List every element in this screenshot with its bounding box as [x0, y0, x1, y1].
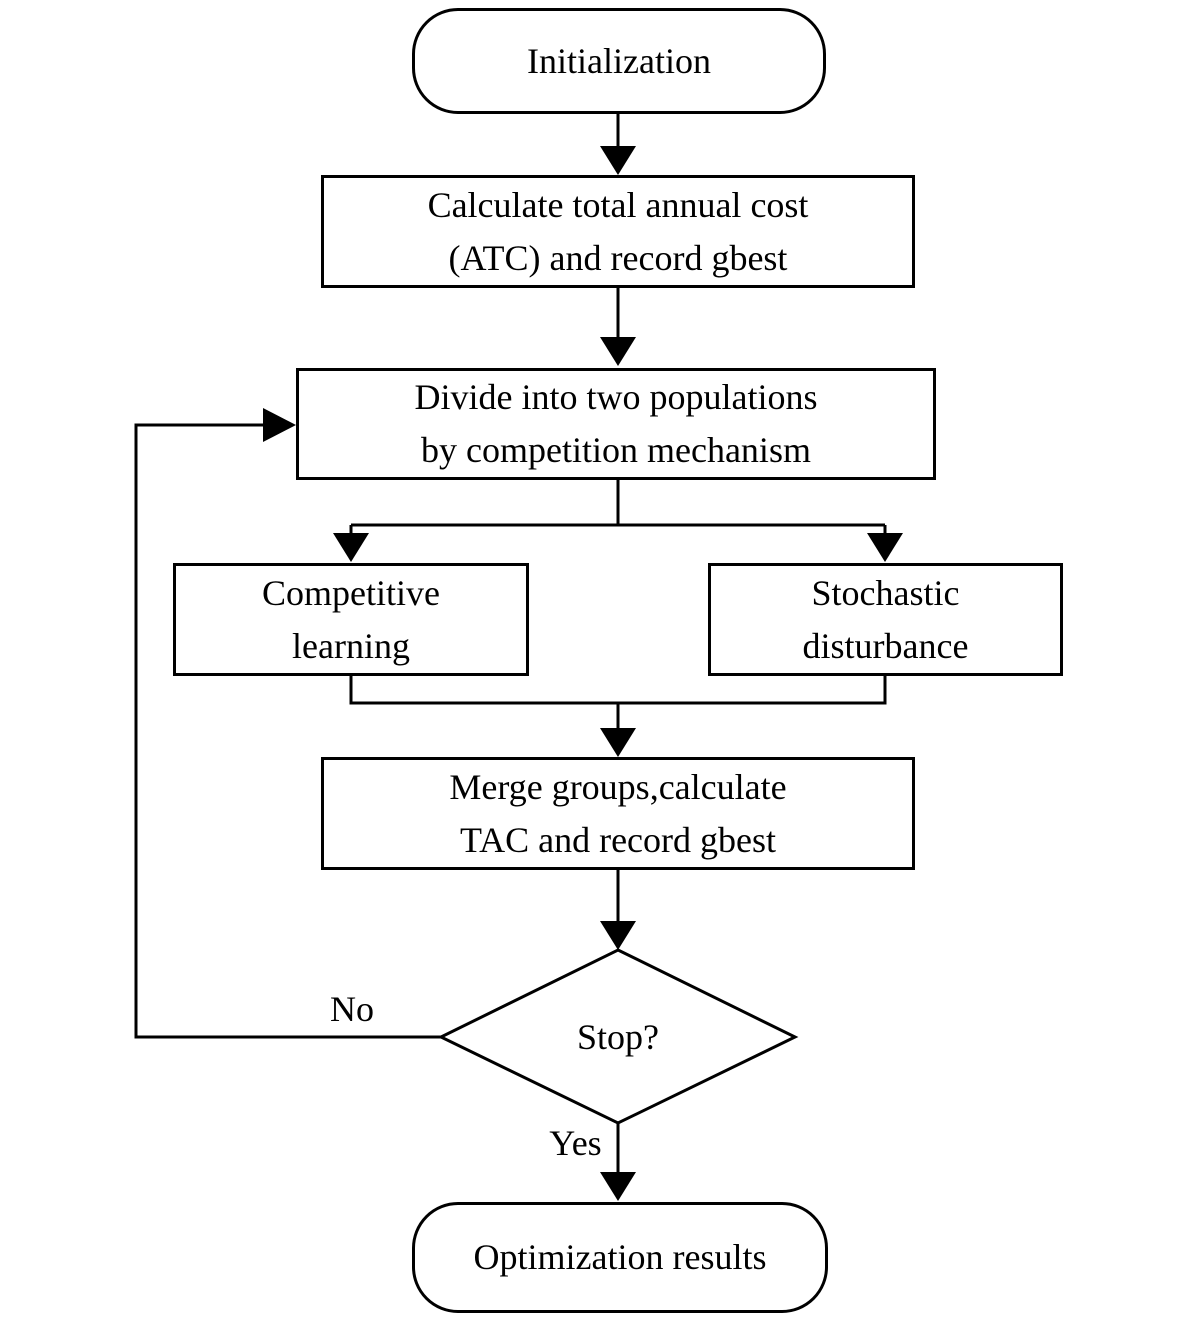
- arrowhead-stop-to-results-icon: [600, 1172, 636, 1201]
- node-optimization-results: Optimization results: [412, 1202, 828, 1313]
- arrowhead-divide-to-competitive-icon: [333, 533, 369, 562]
- node-divide-populations-line2: by competition mechanism: [421, 430, 811, 470]
- arrowhead-no-loop-to-divide-icon: [263, 408, 296, 442]
- arrowhead-divide-to-stochastic-icon: [867, 533, 903, 562]
- node-calculate-tac: Calculate total annual cost (ATC) and re…: [321, 175, 915, 288]
- node-competitive-learning-line1: Competitive: [262, 572, 440, 613]
- edge-branches-to-merge: [349, 676, 887, 731]
- arrowhead-calculate-to-divide-icon: [600, 337, 636, 366]
- stop-decision-diamond: [437, 948, 799, 1125]
- edge-label-yes: Yes: [549, 1123, 602, 1163]
- node-stochastic-disturbance-line1: Stochastic: [811, 572, 960, 613]
- node-initialization-label: Initialization: [527, 40, 711, 81]
- node-divide-populations: Divide into two populations by competiti…: [296, 368, 936, 480]
- arrowhead-merge-to-stop-icon: [600, 921, 636, 950]
- node-initialization: Initialization: [412, 8, 826, 114]
- node-calculate-tac-line1: Calculate total annual cost: [427, 184, 809, 225]
- node-competitive-learning-line2: learning: [292, 625, 410, 666]
- node-divide-populations-line1: Divide into two populations: [414, 377, 818, 417]
- node-stochastic-disturbance-line2: disturbance: [802, 625, 969, 666]
- node-optimization-results-label: Optimization results: [473, 1237, 767, 1277]
- node-calculate-tac-line2: (ATC) and record gbest: [448, 237, 788, 278]
- node-competitive-learning: Competitive learning: [173, 563, 529, 676]
- node-stochastic-disturbance: Stochastic disturbance: [708, 563, 1063, 676]
- edge-divide-split: [349, 480, 887, 536]
- arrowhead-init-to-calculate-icon: [600, 146, 636, 175]
- node-stop-decision-label: Stop?: [576, 1016, 659, 1057]
- node-merge-groups-line1: Merge groups,calculate: [449, 766, 787, 807]
- node-merge-groups: Merge groups,calculate TAC and record gb…: [321, 757, 915, 870]
- arrowhead-branches-to-merge-icon: [600, 728, 636, 757]
- edge-label-no: No: [330, 989, 374, 1029]
- node-merge-groups-line2: TAC and record gbest: [459, 819, 777, 860]
- edge-stop-no-loop: [134, 423, 441, 1039]
